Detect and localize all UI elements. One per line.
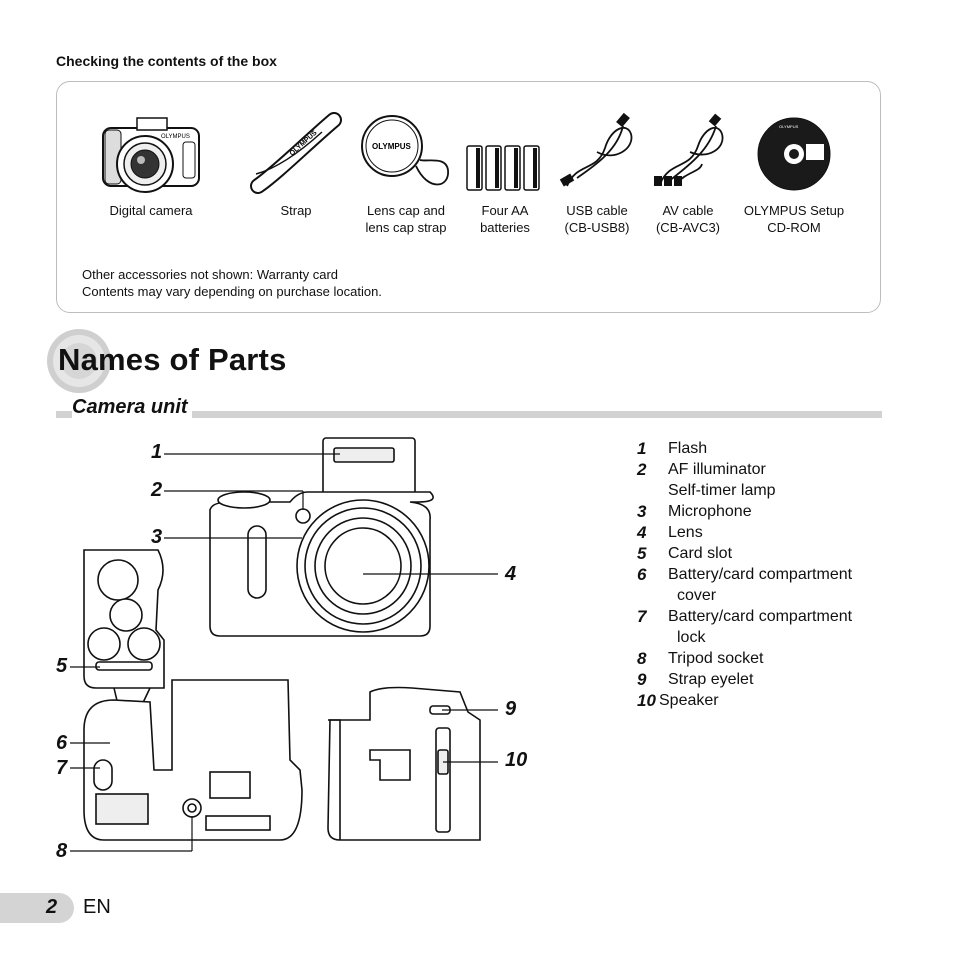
- svg-text:OLYMPUS: OLYMPUS: [779, 124, 799, 129]
- callout-4: 4: [505, 563, 517, 585]
- av-cable-icon: [654, 113, 724, 186]
- page-number: 2: [46, 896, 58, 918]
- caption-av-cable: AV cable(CB-AVC3): [655, 203, 721, 235]
- parts-list: 1 Flash 2 AF illuminator Self-timer lamp…: [637, 438, 852, 711]
- strap-icon: OLYMPUS: [250, 112, 342, 194]
- caption-digital-camera: Digital camera: [109, 203, 193, 218]
- flash-unit: [322, 437, 416, 497]
- contents-item-usb-cable: USB cable(CB-USB8): [553, 112, 641, 236]
- parts-list-item: 10 Speaker: [637, 691, 719, 710]
- callout-8: 8: [56, 840, 68, 862]
- parts-list-item: 8 Tripod socket: [637, 649, 764, 668]
- section-title: Names of Parts: [58, 342, 287, 377]
- callout-10: 10: [505, 749, 528, 771]
- callout-2: 2: [151, 479, 163, 501]
- contents-item-camera: OLYMPUS Digital camera: [77, 112, 225, 219]
- subsection-bar: [56, 411, 882, 418]
- parts-list-item: 3 Microphone: [637, 502, 752, 521]
- caption-strap: Strap: [280, 203, 312, 218]
- subsection-title: Camera unit: [72, 396, 192, 419]
- parts-list-item: 5 Card slot: [637, 544, 733, 563]
- page-language: EN: [83, 896, 111, 918]
- contents-item-strap: OLYMPUS Strap: [237, 112, 355, 219]
- usb-cable-icon: [559, 112, 633, 187]
- camera-parts-diagram: [70, 437, 498, 852]
- section-circle-icon: [47, 329, 111, 393]
- contents-title: Checking the contents of the box: [56, 53, 277, 69]
- cd-rom-icon: OLYMPUS: [757, 117, 831, 191]
- contents-box: OLYMPUS Digital camera OLYMPUS Strap OLY…: [56, 81, 881, 313]
- callout-7: 7: [56, 757, 68, 779]
- callout-5: 5: [56, 655, 68, 677]
- camera-icon: OLYMPUS: [102, 117, 200, 193]
- svg-text:OLYMPUS: OLYMPUS: [161, 134, 190, 140]
- parts-list-item: 6 Battery/card compartment cover: [637, 565, 853, 604]
- page-number-tab: [0, 893, 74, 923]
- contents-note-location: Contents may vary depending on purchase …: [82, 284, 382, 299]
- callout-6: 6: [56, 732, 68, 754]
- lens-cap-icon: OLYMPUS: [361, 115, 449, 186]
- callout-9: 9: [505, 698, 517, 720]
- callout-1: 1: [151, 441, 163, 463]
- callout-3: 3: [151, 526, 163, 548]
- parts-list-item: 1 Flash: [637, 439, 708, 458]
- parts-list-item: 2 AF illuminator Self-timer lamp: [637, 460, 776, 499]
- contents-item-av-cable: AV cable(CB-AVC3): [641, 112, 735, 236]
- parts-list-item: 7 Battery/card compartment lock: [637, 607, 853, 646]
- svg-text:OLYMPUS: OLYMPUS: [372, 142, 411, 151]
- contents-note-accessories: Other accessories not shown: Warranty ca…: [82, 267, 339, 282]
- parts-list-item: 9 Strap eyelet: [637, 670, 754, 689]
- batteries-icon: [466, 145, 540, 191]
- parts-list-item: 4 Lens: [637, 523, 703, 542]
- caption-usb-cable: USB cable(CB-USB8): [564, 203, 630, 235]
